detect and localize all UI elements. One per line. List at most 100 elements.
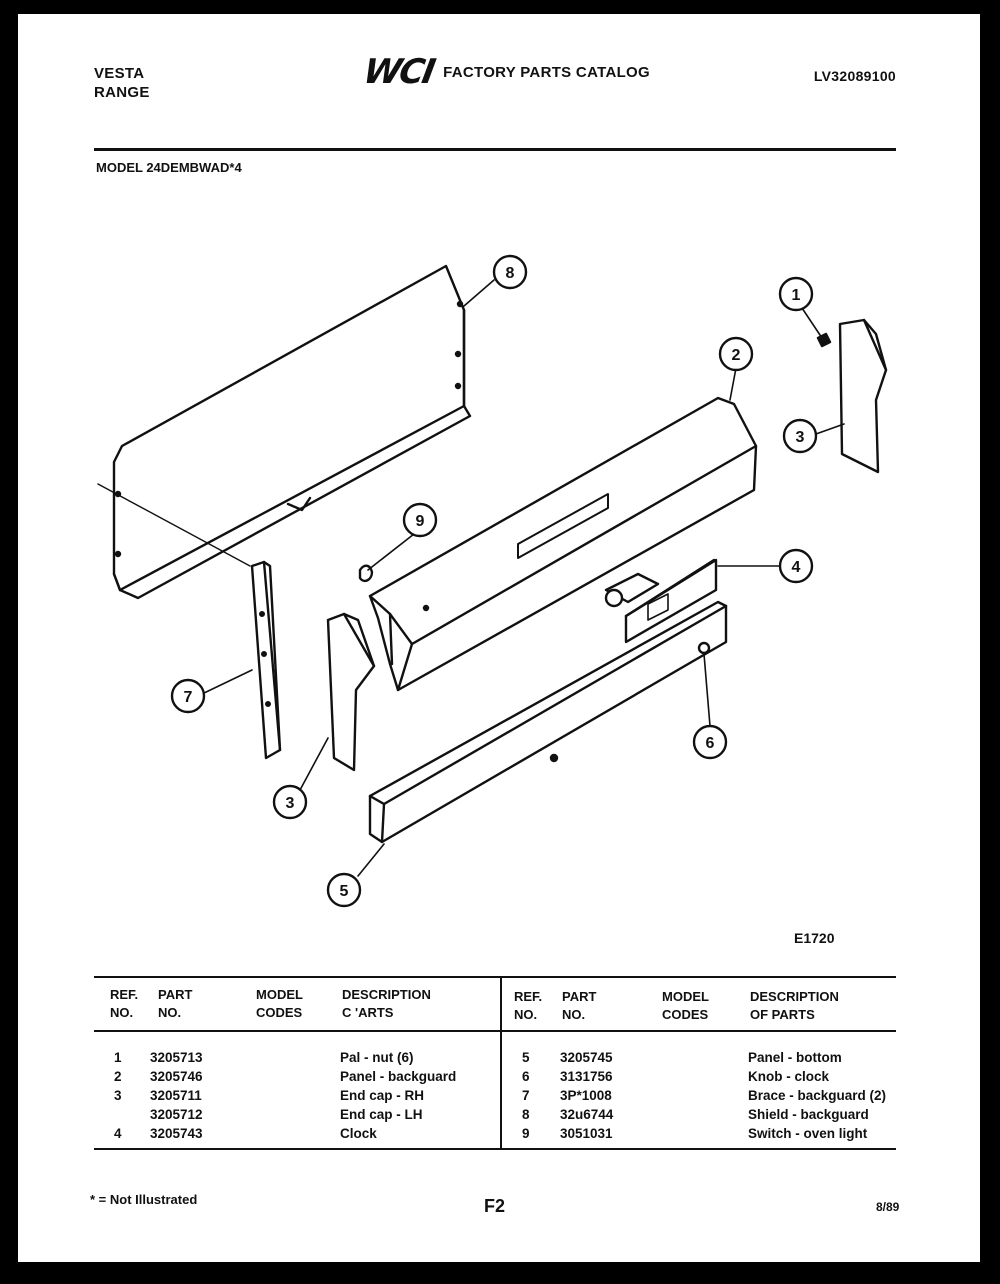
table-row: Knob - clock [748,1069,830,1084]
callout-9: 9 [402,502,438,538]
figure-code: E1720 [794,930,835,946]
catalog-page: VESTA RANGE WCI FACTORY PARTS CATALOG LV… [18,14,980,1262]
table-row: 1 [114,1050,122,1065]
callout-3-right: 3 [782,418,818,454]
header-rule [94,148,896,151]
callout-4-label: 4 [792,559,801,576]
callout-1-label: 1 [792,287,801,304]
table-row: 3051031 [560,1126,613,1141]
left-header-model: MODEL CODES [256,986,303,1022]
table-row: 32u6744 [560,1107,614,1122]
table-row: Panel - backguard [340,1069,457,1084]
table-row: 3205743 [150,1126,203,1141]
table-row: Pal - nut (6) [340,1050,414,1065]
left-header-part-1: PART [158,987,193,1002]
callout-6-label: 6 [706,735,715,752]
table-row: 3P*1008 [560,1088,612,1103]
table-row: 5 [522,1050,530,1065]
table-row: Clock [340,1126,377,1141]
table-row: End cap - RH [340,1088,425,1103]
catalog-number: LV32089100 [813,68,896,84]
catalog-title-block: WCI FACTORY PARTS CATALOG [360,52,650,92]
callout-5: 5 [326,872,362,908]
table-row: 3205713 [150,1050,203,1065]
right-header-part: PART NO. [562,988,596,1024]
page-number: F2 [484,1196,506,1216]
table-row: 3205711 [150,1088,202,1103]
callout-8: 8 [492,254,528,290]
part-shield-backguard [97,264,472,600]
table-bottom-rule [94,1148,896,1150]
right-col-part: 3205745 3131756 3P*1008 32u6744 3051031 [560,1048,613,1143]
right-header-part-1: PART [562,989,597,1004]
left-col-part: 3205713 3205746 3205711 3205712 3205743 [150,1048,203,1143]
callout-8-label: 8 [506,265,515,282]
right-header-ref-2: NO. [514,1007,538,1022]
table-row: 3 [114,1088,122,1103]
left-header-desc-1: DESCRIPTION [342,987,431,1002]
callout-3-right-label: 3 [796,429,805,446]
right-header-model-2: CODES [662,1007,709,1022]
brand-line-1: VESTA [94,65,145,82]
table-header-rule [94,1030,896,1032]
callout-6: 6 [692,724,728,760]
left-header-part: PART NO. [158,986,192,1022]
right-header-desc-1: DESCRIPTION [750,989,839,1004]
table-divider [500,978,502,1150]
part-brace-backguard [250,560,282,760]
issue-date: 8/89 [876,1200,900,1214]
table-row: 3131756 [560,1069,613,1084]
right-header-model: MODEL CODES [662,988,709,1024]
left-header-desc: DESCRIPTION C 'ARTS [342,986,431,1022]
right-header-part-2: NO. [562,1007,586,1022]
table-top-rule [94,976,896,978]
part-panel-backguard [368,396,758,692]
left-col-desc: Pal - nut (6) Panel - backguard End cap … [340,1048,456,1143]
table-row: 9 [522,1126,530,1141]
exploded-parts-diagram: 8 1 2 3 9 4 7 3 [97,254,888,908]
left-header-model-2: CODES [256,1005,303,1020]
callout-4: 4 [778,548,814,584]
table-row: 4 [114,1126,122,1141]
left-header-ref-1: REF. [110,987,139,1002]
callout-9-label: 9 [416,513,425,530]
table-row: 8 [522,1107,530,1122]
brand-block: VESTA RANGE [94,64,150,102]
right-header-model-1: MODEL [662,989,709,1004]
part-end-cap-rh [838,318,888,474]
table-row: 3205745 [560,1050,613,1065]
table-row: End cap - LH [340,1107,423,1122]
left-col-ref: 1 2 3 4 [114,1048,122,1143]
not-illustrated-note: * = Not Illustrated [90,1192,198,1207]
callout-1: 1 [778,276,814,312]
part-clock [604,558,718,644]
callout-7-label: 7 [184,689,193,706]
table-row [114,1105,122,1124]
right-col-ref: 5 6 7 8 9 [522,1048,530,1143]
table-row: Shield - backguard [748,1107,869,1122]
callout-7: 7 [170,678,206,714]
table-row: 7 [522,1088,530,1103]
model-line: MODEL 24DEMBWAD*4 [96,160,242,175]
table-row: Switch - oven light [748,1126,868,1141]
callout-5-label: 5 [340,883,349,900]
right-header-ref-1: REF. [514,989,543,1004]
table-row: Panel - bottom [748,1050,842,1065]
table-row: Brace - backguard (2) [748,1088,887,1103]
callout-3-left: 3 [272,784,308,820]
brand-line-2: RANGE [94,84,150,101]
left-header-model-1: MODEL [256,987,303,1002]
left-header-desc-2: C 'ARTS [342,1005,394,1020]
right-header-desc-2: OF PARTS [750,1007,815,1022]
right-header-ref: REF. NO. [514,988,542,1024]
part-end-cap-lh [326,612,376,772]
callout-2: 2 [718,336,754,372]
callout-3-left-label: 3 [286,795,295,812]
table-row: 2 [114,1069,122,1084]
left-header-part-2: NO. [158,1005,182,1020]
table-row: 3205712 [150,1107,203,1122]
right-header-desc: DESCRIPTION OF PARTS [750,988,839,1024]
left-header-ref: REF. NO. [110,986,138,1022]
right-col-desc: Panel - bottom Knob - clock Brace - back… [748,1048,886,1143]
callout-2-label: 2 [732,347,741,364]
